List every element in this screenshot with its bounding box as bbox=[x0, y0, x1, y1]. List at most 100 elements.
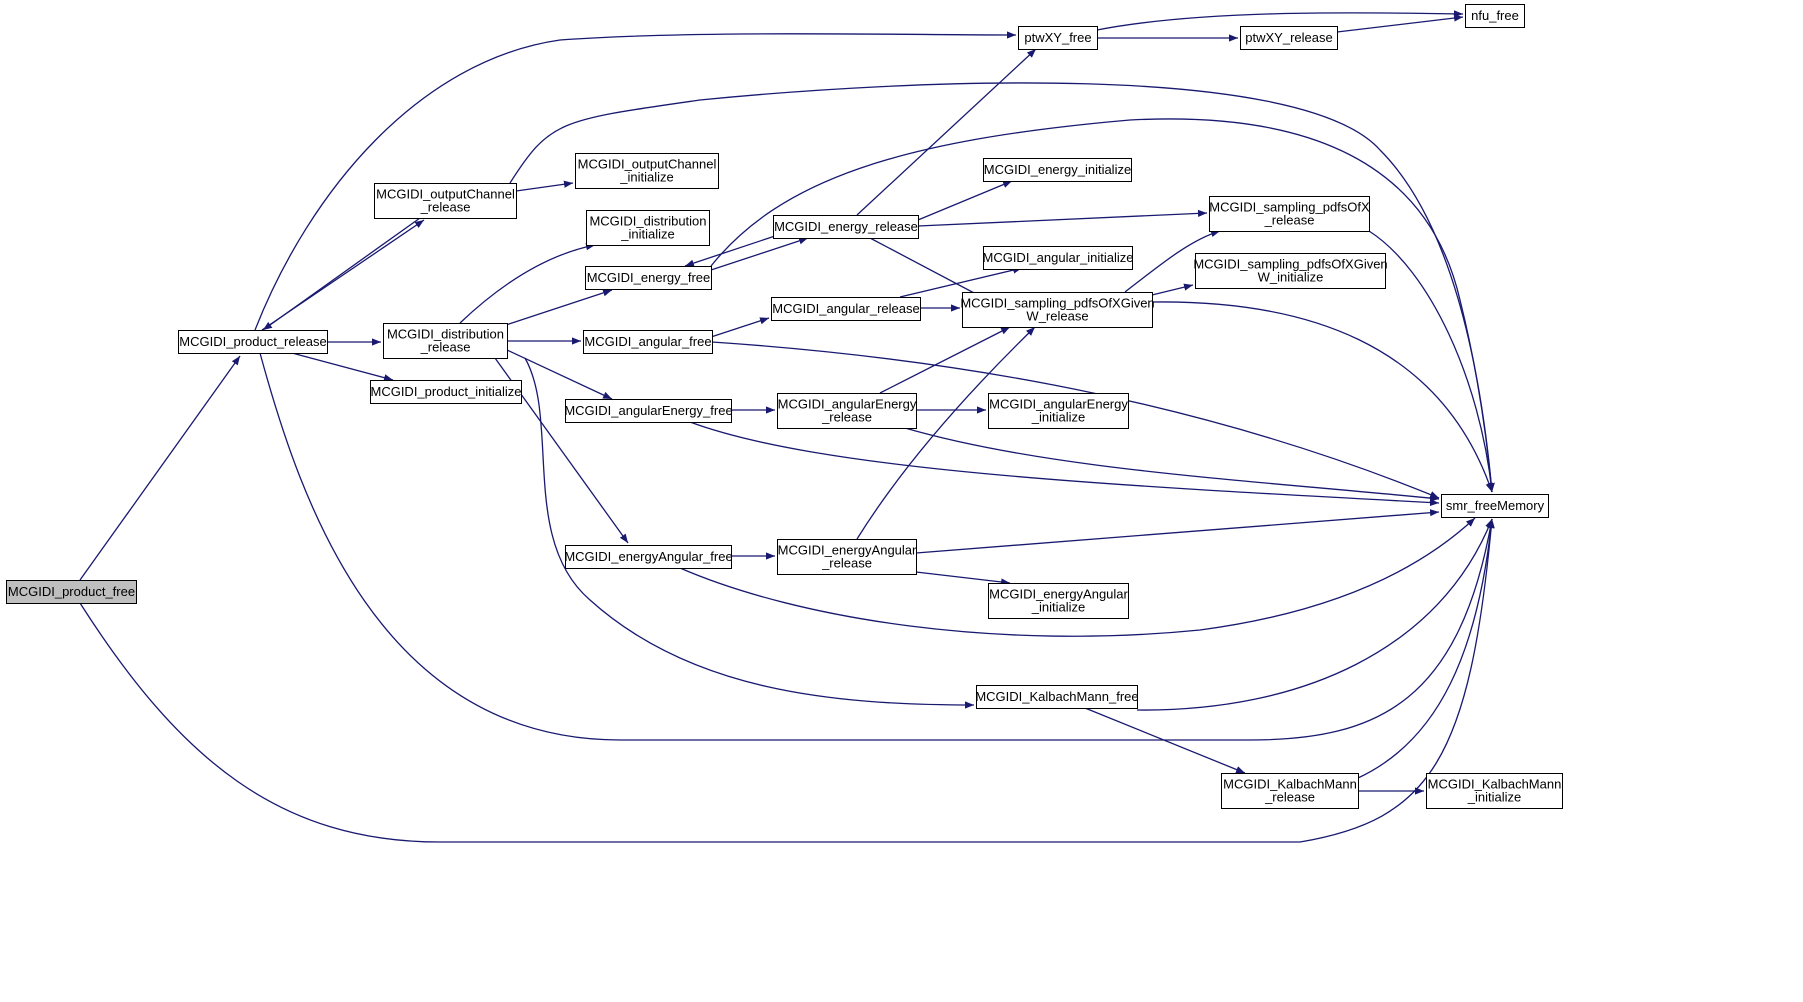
edge-product_release-to-ptwXY_free bbox=[254, 31, 1017, 331]
node-label: _initialize bbox=[620, 227, 674, 242]
edge-energyAngular_free-to-smr_freeMemory bbox=[679, 517, 1476, 637]
node-box bbox=[585, 266, 712, 290]
node-label: MCGIDI_energyAngular bbox=[989, 587, 1128, 602]
node-KalbachMann_free[interactable]: MCGIDI_KalbachMann_free bbox=[975, 685, 1139, 709]
node-label: _release bbox=[821, 410, 872, 425]
node-label: MCGIDI_distribution bbox=[589, 214, 706, 229]
node-energy_free[interactable]: MCGIDI_energy_free bbox=[585, 266, 712, 290]
node-nfu_free[interactable]: nfu_free bbox=[1465, 4, 1525, 28]
node-outputChannel_release[interactable]: MCGIDI_outputChannel_release bbox=[374, 183, 517, 219]
node-label: MCGIDI_product_initialize bbox=[370, 384, 521, 399]
edge-energy_release-to-sampling_pdfsOfX_release bbox=[917, 209, 1208, 227]
node-box bbox=[1240, 26, 1338, 50]
node-label: _initialize bbox=[1467, 790, 1521, 805]
node-box bbox=[1221, 773, 1359, 809]
node-label: ptwXY_release bbox=[1245, 30, 1332, 45]
node-energy_release[interactable]: MCGIDI_energy_release bbox=[773, 215, 919, 239]
node-box bbox=[1465, 4, 1525, 28]
node-box bbox=[565, 545, 732, 569]
node-label: MCGIDI_KalbachMann_free bbox=[975, 689, 1138, 704]
edge-energy_release-to-energy_free bbox=[684, 235, 776, 267]
node-label: MCGIDI_angular_free bbox=[584, 334, 711, 349]
edge-energyAngular_release-to-smr_freeMemory bbox=[915, 509, 1440, 554]
edge-product_free-to-product_release bbox=[79, 355, 241, 581]
node-label: _release bbox=[1264, 213, 1315, 228]
node-sampling_pdfsOfX_release[interactable]: MCGIDI_sampling_pdfsOfX_release bbox=[1209, 196, 1370, 232]
node-KalbachMann_initialize[interactable]: MCGIDI_KalbachMann_initialize bbox=[1426, 773, 1563, 809]
node-energyAngular_initialize[interactable]: MCGIDI_energyAngular_initialize bbox=[988, 583, 1129, 619]
node-label: MCGIDI_sampling_pdfsOfX bbox=[1209, 200, 1370, 215]
node-angular_release[interactable]: MCGIDI_angular_release bbox=[771, 297, 921, 321]
node-energyAngular_free[interactable]: MCGIDI_energyAngular_free bbox=[564, 545, 733, 569]
node-box bbox=[988, 583, 1129, 619]
node-box bbox=[370, 380, 522, 404]
edge-sampling_pdfsOfX_release-to-smr_freeMemory bbox=[1368, 230, 1495, 493]
node-label: MCGIDI_angularEnergy bbox=[778, 397, 917, 412]
node-ptwXY_free[interactable]: ptwXY_free bbox=[1018, 26, 1098, 50]
node-angular_free[interactable]: MCGIDI_angular_free bbox=[583, 330, 713, 354]
node-energyAngular_release[interactable]: MCGIDI_energyAngular_release bbox=[777, 539, 918, 575]
node-box bbox=[374, 183, 517, 219]
node-KalbachMann_release[interactable]: MCGIDI_KalbachMann_release bbox=[1221, 773, 1359, 809]
node-label: MCGIDI_distribution bbox=[387, 327, 504, 342]
node-ptwXY_release[interactable]: ptwXY_release bbox=[1240, 26, 1338, 50]
node-label: MCGIDI_outputChannel bbox=[578, 157, 717, 172]
node-label: smr_freeMemory bbox=[1446, 498, 1545, 513]
node-box bbox=[773, 215, 919, 239]
edge-distribution_release-to-distribution_initialize bbox=[459, 243, 596, 324]
node-energy_initialize[interactable]: MCGIDI_energy_initialize bbox=[983, 158, 1132, 182]
node-label: _initialize bbox=[1031, 410, 1085, 425]
node-label: _initialize bbox=[1031, 600, 1085, 615]
node-angular_initialize[interactable]: MCGIDI_angular_initialize bbox=[982, 246, 1134, 270]
node-label: _release bbox=[1264, 790, 1315, 805]
node-box bbox=[1018, 26, 1098, 50]
edge-ptwXY_release-to-nfu_free bbox=[1336, 14, 1464, 33]
node-label: _release bbox=[821, 556, 872, 571]
node-product_release[interactable]: MCGIDI_product_release bbox=[178, 330, 328, 354]
node-label: MCGIDI_angularEnergy_free bbox=[564, 403, 732, 418]
edge-angular_release-to-angular_initialize bbox=[899, 266, 1023, 298]
node-box bbox=[586, 210, 710, 246]
edge-sampling_pdfsOfXGivenW_release-to-sampling_pdfsOfX_release bbox=[1124, 230, 1221, 293]
nodes-layer: MCGIDI_product_freeMCGIDI_product_releas… bbox=[6, 4, 1563, 809]
edge-energy_release-to-energy_initialize bbox=[917, 180, 1013, 221]
node-distribution_release[interactable]: MCGIDI_distribution_release bbox=[383, 323, 508, 359]
node-distribution_initialize[interactable]: MCGIDI_distribution_initialize bbox=[586, 210, 710, 246]
node-label: _release bbox=[420, 340, 471, 355]
edge-outputChannel_release-to-outputChannel_initialize bbox=[515, 180, 574, 192]
edge-energy_free-to-energy_release bbox=[710, 237, 809, 271]
edge-sampling_pdfsOfXGivenW_release-to-smr_freeMemory bbox=[1151, 301, 1493, 493]
node-angularEnergy_free[interactable]: MCGIDI_angularEnergy_free bbox=[564, 399, 733, 423]
edge-energyAngular_release-to-sampling_pdfsOfXGivenW_release bbox=[856, 326, 1036, 540]
node-smr_freeMemory[interactable]: smr_freeMemory bbox=[1441, 494, 1549, 518]
edge-product_release-to-product_initialize bbox=[291, 352, 394, 382]
node-box bbox=[976, 685, 1138, 709]
node-box bbox=[575, 153, 719, 189]
node-angularEnergy_initialize[interactable]: MCGIDI_angularEnergy_initialize bbox=[988, 393, 1129, 429]
node-angularEnergy_release[interactable]: MCGIDI_angularEnergy_release bbox=[777, 393, 917, 429]
node-label: MCGIDI_angular_initialize bbox=[982, 250, 1133, 265]
node-box bbox=[988, 393, 1129, 429]
node-box bbox=[383, 323, 508, 359]
edge-KalbachMann_free-to-smr_freeMemory bbox=[1136, 518, 1493, 711]
edge-KalbachMann_free-to-KalbachMann_release bbox=[1084, 707, 1246, 774]
node-label: W_initialize bbox=[1258, 270, 1324, 285]
edge-angular_free-to-angular_release bbox=[710, 317, 770, 338]
node-outputChannel_initialize[interactable]: MCGIDI_outputChannel_initialize bbox=[575, 153, 719, 189]
node-label: MCGIDI_energyAngular_free bbox=[564, 549, 732, 564]
node-product_initialize[interactable]: MCGIDI_product_initialize bbox=[370, 380, 522, 404]
node-box bbox=[565, 399, 732, 423]
edge-outputChannel_release-to-smr_freeMemory bbox=[509, 82, 1495, 493]
node-box bbox=[1441, 494, 1549, 518]
edge-distribution_release-to-energy_free bbox=[505, 289, 613, 326]
edge-product_release-to-smr_freeMemory bbox=[259, 352, 1494, 741]
node-box bbox=[777, 539, 917, 575]
node-label: MCGIDI_sampling_pdfsOfXGiven bbox=[960, 296, 1154, 311]
node-box bbox=[178, 330, 328, 354]
node-label: MCGIDI_KalbachMann bbox=[1428, 777, 1562, 792]
node-label: ptwXY_free bbox=[1024, 30, 1091, 45]
edge-angularEnergy_free-to-smr_freeMemory bbox=[689, 421, 1440, 507]
